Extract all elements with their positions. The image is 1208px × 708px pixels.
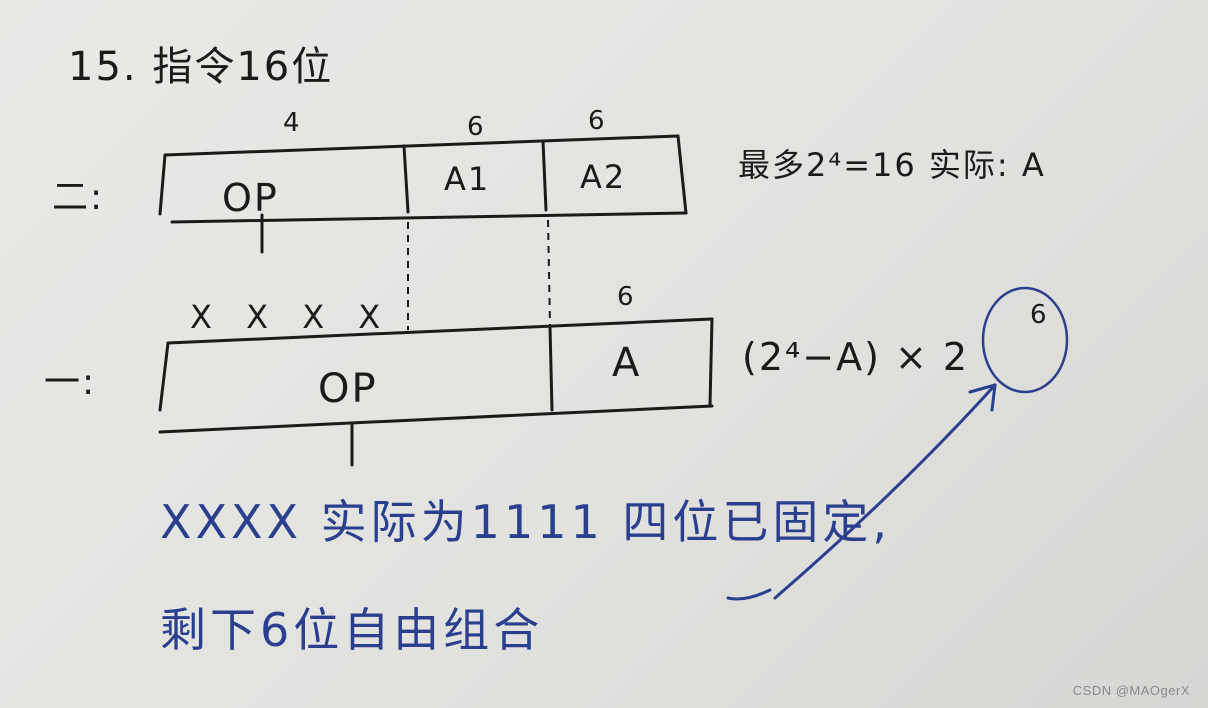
format2-field-a2: A2 [580,158,627,196]
format2-width-a2: 6 [588,106,607,136]
format2-width-a1: 6 [467,112,486,142]
format1-exponent: 6 [1030,300,1049,330]
format1-field-op: OP [318,366,378,412]
dashed-guides [407,219,551,330]
highlight-circle [981,286,1069,394]
format1-width-a: 6 [617,282,636,312]
format1-box [158,317,714,467]
watermark: CSDN @MAOgerX [1072,683,1190,698]
format2-field-a1: A1 [444,160,491,198]
format2-box [158,134,688,254]
format1-row-label: 一: [44,362,97,403]
note-line-2: 剩下6位自由组合 [160,603,544,657]
format1-field-a: A [612,340,642,386]
format2-row-label: 二: [52,177,105,218]
format2-width-op: 4 [283,108,302,138]
blue-arrow [726,383,997,601]
page-title: 15. 指令16位 [68,44,334,90]
format2-note: 最多2⁴=16 实际: A [738,146,1046,184]
format1-formula: (2⁴−A) × 2 [742,335,970,379]
format1-marks: X X X X [190,298,393,336]
note-line-1: XXXX 实际为1111 四位已固定, [160,495,891,549]
format2-field-op: OP [222,176,279,220]
